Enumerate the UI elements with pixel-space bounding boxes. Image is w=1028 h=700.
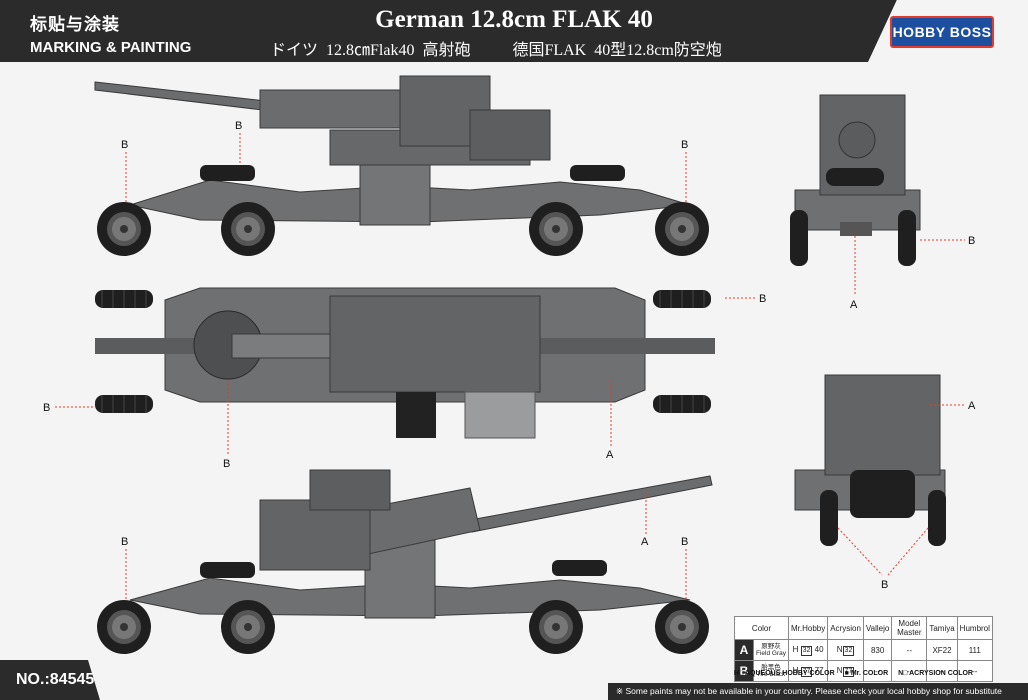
callout-b-label: B	[121, 536, 128, 548]
brand-logo: HOBBY BOSS	[890, 16, 994, 48]
color-table: Color Mr.Hobby Acrysion Vallejo Model Ma…	[734, 616, 993, 682]
humbrol-code: --	[956, 660, 993, 682]
rear-view	[794, 374, 946, 546]
acrysion-box: 32	[842, 645, 855, 656]
color-table-header: Color Mr.Hobby Acrysion Vallejo Model Ma…	[734, 616, 993, 640]
disclaimer: ※ Some paints may not be available in yo…	[608, 683, 1028, 700]
acrysion-n: N	[836, 644, 843, 654]
humbrol-code: 111	[956, 639, 993, 661]
callout-a-label: A	[606, 449, 614, 461]
callout-b-label: B	[121, 139, 128, 151]
model-master-header: Model Master	[891, 616, 928, 640]
vallejo-code: --	[862, 660, 893, 682]
callout-b-label: B	[968, 235, 975, 247]
mrhobby-c: 40	[814, 644, 824, 654]
leader-lines	[55, 133, 965, 601]
callout-b-label: B	[759, 293, 766, 305]
subtitle-chinese: 德国FLAK 40型12.8cm防空炮	[512, 42, 722, 59]
callout-b-label: B	[223, 458, 230, 470]
side-view-left	[94, 75, 709, 256]
callout-b-label: B	[881, 579, 888, 591]
mrhobby-header: Mr.Hobby	[787, 616, 829, 640]
row-key: A	[734, 639, 754, 661]
mrhobby-h: H	[792, 644, 799, 654]
vallejo-code: 830	[862, 639, 893, 661]
page-title: German 12.8cm FLAK 40	[375, 6, 653, 33]
callout-a-label: A	[968, 400, 976, 412]
tamiya-code: XF22	[926, 639, 958, 661]
page-subtitle: ドイツ 12.8㎝Flak40 高射砲 德国FLAK 40型12.8cm防空炮	[270, 36, 756, 60]
acrysion-n: N	[836, 665, 843, 675]
mrhobby-c: 77	[814, 665, 824, 675]
paint-legend: H□ AQUEOUS HOBBY COLOR ■ Mr. COLOR N□ AC…	[734, 670, 981, 677]
callout-b-label: B	[43, 402, 50, 414]
section-heading: 标贴与涂装 MARKING & PAINTING	[30, 10, 191, 56]
mrhobby-box: 32	[800, 645, 813, 656]
header-bar: 标贴与涂装 MARKING & PAINTING German 12.8cm F…	[0, 0, 1028, 62]
mrhobby-code: H 77 77	[787, 660, 829, 682]
mrhobby-code: H 32 40	[787, 639, 829, 661]
color-name-en: Field Gray	[756, 650, 786, 657]
heading-chinese: 标贴与涂装	[30, 15, 120, 34]
top-view	[94, 287, 715, 439]
mrhobby-box: 77	[800, 666, 813, 677]
tamiya-header: Tamiya	[926, 616, 958, 640]
callout-a-label: A	[850, 299, 858, 311]
acrysion-box: 77	[842, 666, 855, 677]
front-view	[790, 94, 921, 266]
acrysion-header: Acrysion	[827, 616, 864, 640]
callout-b-label: B	[681, 536, 688, 548]
color-name-en: Tire Black	[756, 671, 786, 678]
subtitle-japanese: ドイツ 12.8㎝Flak40 高射砲	[270, 42, 471, 59]
callout-a-label: A	[641, 536, 649, 548]
row-key: B	[734, 660, 754, 682]
callout-b-label: B	[681, 139, 688, 151]
tamiya-code: --	[926, 660, 958, 682]
mrhobby-h: H	[792, 665, 799, 675]
callout-b-label: B	[235, 120, 242, 132]
legend-acrysion: N□ ACRYSION COLOR	[898, 670, 973, 677]
color-name-cn: 原野灰	[761, 643, 781, 650]
color-name-cn: 胎黑色	[761, 664, 781, 671]
legend-mr-color: ■ Mr. COLOR	[844, 670, 889, 677]
legend-aqueous: H□ AQUEOUS HOBBY COLOR	[734, 670, 835, 677]
side-view-right	[97, 469, 713, 654]
heading-english: MARKING & PAINTING	[30, 39, 192, 56]
humbrol-header: Humbrol	[956, 616, 993, 640]
color-header: Color	[734, 616, 789, 640]
model-master-code: --	[891, 639, 928, 661]
vallejo-header: Vallejo	[862, 616, 893, 640]
product-number: NO.:84545	[0, 660, 100, 700]
